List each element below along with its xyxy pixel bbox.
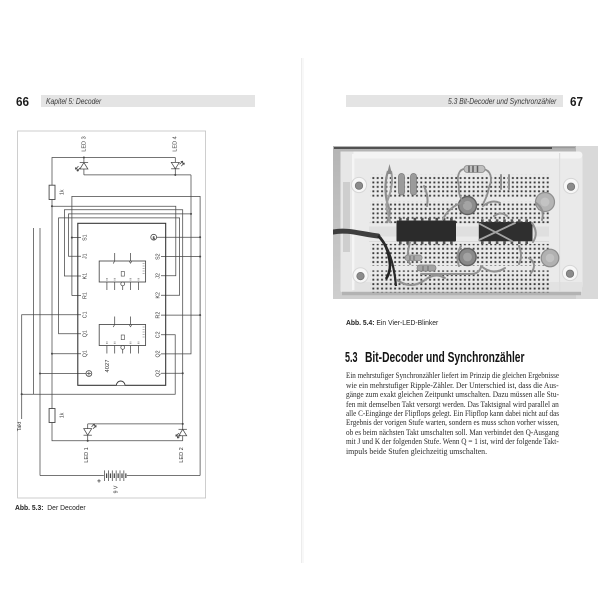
svg-text:9 V: 9 V [113, 485, 119, 493]
svg-text:4027: 4027 [105, 360, 111, 373]
svg-text:LED 2: LED 2 [179, 447, 185, 463]
svg-text:S1: S1 [83, 234, 89, 241]
svg-text:LED 3: LED 3 [81, 136, 87, 152]
svg-text:S2: S2 [156, 253, 162, 260]
svg-text:Q1: Q1 [83, 350, 89, 357]
svg-text:R2: R2 [156, 312, 162, 319]
svg-text:LED 4: LED 4 [173, 136, 179, 152]
svg-text:Q1: Q1 [83, 330, 89, 337]
svg-text:1k: 1k [59, 412, 65, 418]
svg-text:K1: K1 [83, 273, 89, 280]
svg-text:1k: 1k [59, 189, 65, 195]
svg-text:R1: R1 [83, 292, 89, 299]
svg-text:Takt: Takt [17, 421, 23, 431]
svg-text:K2: K2 [156, 292, 162, 299]
svg-text:Q2: Q2 [156, 370, 162, 377]
svg-text:LED 1: LED 1 [84, 447, 90, 463]
svg-text:1: 1 [153, 236, 155, 240]
svg-text:C2: C2 [156, 331, 162, 338]
svg-text:C1: C1 [83, 311, 89, 318]
svg-text:J2: J2 [156, 273, 162, 279]
svg-text:Q2: Q2 [156, 350, 162, 357]
svg-text:J1: J1 [83, 253, 89, 259]
